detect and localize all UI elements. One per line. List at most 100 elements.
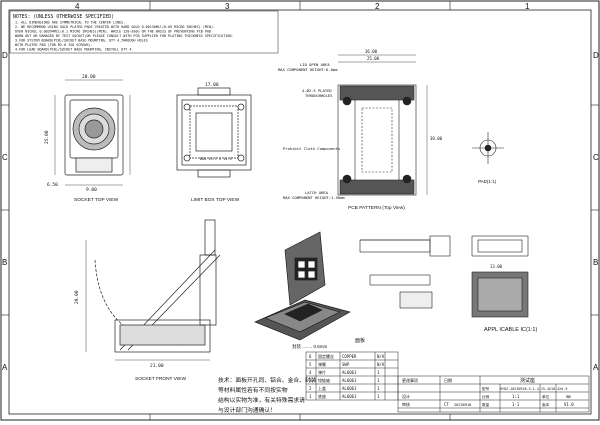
socket-top-view [54,79,131,186]
title-block [397,375,590,413]
tb-qty-label: 数量 [482,402,490,407]
bom-cell: 1 [377,370,380,375]
col-label-1: 1 [525,2,530,11]
note-line: WORN OUT OR DAMAGED BY TEST SOCKET(OR PL… [15,34,233,38]
dim-socket-9: 9.00 [86,187,97,193]
max-height-bot-label: MAX COMPONENT HEIGHT:1.50mm [283,195,345,200]
tb-version: V1.0 [564,402,574,407]
lid-open-label: LID OPEN AREA [300,62,330,67]
bga-label: BGA 13.1 X 14.5 [200,157,232,161]
dim-socket-height: 25.00 [44,130,50,144]
tb-scale: 1:1 [512,394,520,399]
pcb-pattern-label: PCB PATTERN (Top View) [348,205,405,211]
col-label-3: 3 [225,2,230,11]
bom-cell: COPPER [342,354,357,359]
row-label-b: B [2,258,7,267]
tb-col-date: 日期 [444,377,452,383]
bom-cell: 1 [377,386,380,391]
side-view-b2 [359,235,451,309]
plated-label: 4-Ø2.5 PLATED [302,88,332,93]
bom-cell: 弹簧 [318,361,326,367]
tb-name: 测试座 [520,377,535,384]
tb-scale-label: 比例 [482,394,490,399]
bom-table [305,351,399,401]
appl-ic-view [471,235,529,318]
bom-cell: 4 [309,370,312,375]
row-label-c-right: C [593,153,599,162]
bom-cell: AL6061 [342,370,357,375]
tb-unit-label: 单位 [542,394,550,399]
notes-block: NOTES: (UNLESS OTHERWISE SPECIFIED) 1. A… [9,10,279,54]
bom-cell: 6 [309,354,312,359]
top-label-cn: 面板 [355,337,365,344]
tb-drawing-no: HYDZ-20230918-S-1.4-15.4X16.4X4.9 [500,387,567,391]
bom-cell: AL6061 [342,394,357,399]
dim-socket-65: 6.50 [47,182,58,188]
pad-label: PAD(1:1) [478,179,497,184]
max-height-top-label: MAX COMPONENT HEIGHT:6.0mm [278,67,338,72]
bom-cell: N/A [377,354,385,359]
notes-title: NOTES: (UNLESS OTHERWISE SPECIFIED) [13,14,114,20]
bom-cell: 铰链轴 [318,377,330,383]
socket-front-view-label: SOCKET FRONT VIEW [135,376,186,382]
col-label-2: 2 [375,2,380,11]
dim-front-29: 29.00 [74,290,80,304]
limit-box-view-label: LIMIT BOX TOP VIEW [191,197,240,203]
pad-view [472,132,504,164]
bom-cell: 固定螺丝 [318,353,334,359]
appl-ic-label: APPL ICABLE IC(1:1) [484,327,537,333]
cn-note-line: 与设计部门沟通确认！ [218,406,276,414]
socket-top-view-label: SOCKET TOP VIEW [74,197,119,203]
dim-limit-17: 17.00 [205,82,219,88]
row-label-d: D [2,51,8,60]
tb-col-head: 更改事项 [402,377,418,383]
tb-model-label: 型号 [482,386,490,391]
note-line: OVER NICKEL 0.00394MIL(0.1 MICRO INCHES)… [15,30,211,34]
cn-note-line: 技术：面板开孔同、铝合、金合、封装 [218,376,317,384]
limit-box-view [176,87,252,178]
bom-cell: 1 [377,378,380,383]
col-label-4: 4 [75,2,80,11]
prohibit-label: Prohibit Cloth Components [283,146,340,151]
bom-cell: 弹片 [318,369,326,375]
bom-cell: 3 [309,378,312,383]
note-line: 3.FOR SYSTEM BOARD(PCB)/SOCKET BASE MOUN… [15,39,148,43]
bom-cell: SWP [342,362,350,367]
tb-date: 20230918 [454,403,471,407]
tb-designer: CT [444,402,449,407]
cn-note-line: 结构以实物为准，有关特殊需求请 [218,396,305,404]
note-line: 1. ALL DIMENSIONS ARE SYMMETRICAL TO THE… [15,21,125,25]
thru-label: THROUGHHOLES [305,93,333,98]
tb-check-label: 审核 [402,401,410,407]
socket-front-view [85,219,221,361]
row-label-a: A [2,363,8,372]
bom-cell: 1 [377,394,380,399]
dim-pcb-25: 25.00 [367,56,380,61]
tb-sheet: 1-1 [512,402,520,407]
dim-ic-13: 13.00 [490,264,503,269]
bom-cell: 上盖 [318,385,326,391]
bom-cell: 2 [309,386,312,391]
note-line: 4.FOR LOAD BOARD(PCB)/SOCKET BASE MOUNTI… [15,48,133,52]
dim-pcb-36: 36.00 [365,49,378,54]
bom-cell: AL6061 [342,378,357,383]
row-label-a-right: A [593,363,599,372]
pcb-pattern-view [337,54,428,196]
dim-socket-width: 20.00 [82,74,96,80]
row-label-c: C [2,153,8,162]
tb-design-label: 设计 [402,393,410,399]
dim-pcb-38: 38.00 [430,136,443,141]
latch-label: LATCH AREA [305,190,329,195]
tb-unit: mm [566,394,571,399]
cn-note-line: 等材料属性若有不同按实物 [218,386,288,394]
bom-cell: N/A [377,362,385,367]
bom-cell: AL6061 [342,386,357,391]
row-label-b-right: B [593,258,598,267]
bom-cell: 底座 [318,393,326,399]
bom-cell: 5 [309,362,312,367]
dim-front-21: 21.00 [150,363,164,369]
row-label-d-right: D [593,51,599,60]
note-line: 2. WE RECOMMEND USING GOLD PLATED PADS C… [15,25,215,29]
